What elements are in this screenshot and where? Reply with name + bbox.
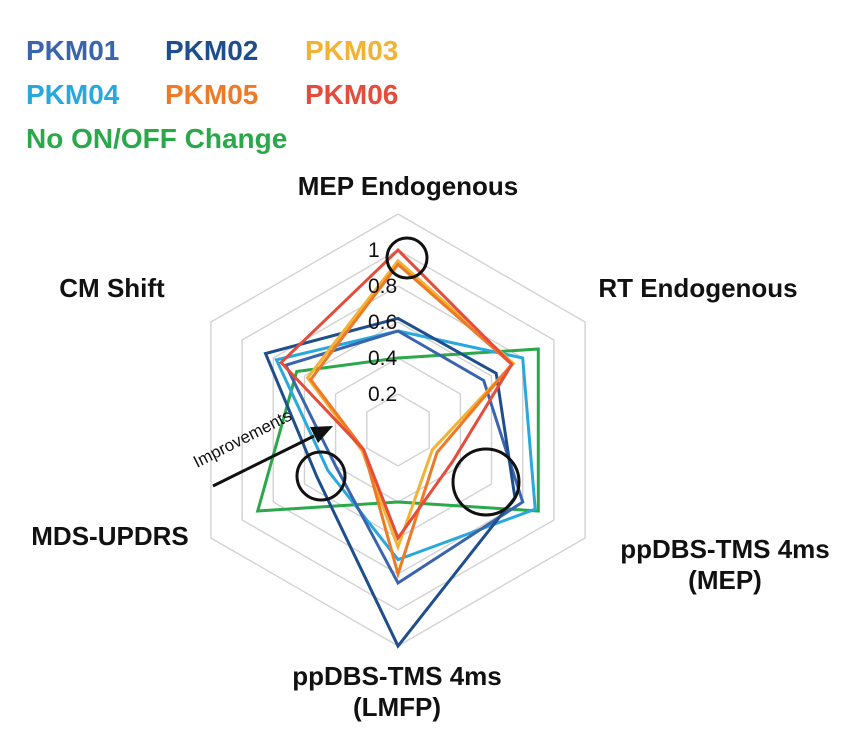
series-polygon-0 xyxy=(283,329,525,586)
axis-label-3-line-1: (LMFP) xyxy=(353,692,441,722)
axis-label-1: RT Endogenous xyxy=(598,273,797,303)
tick-label-0: 0.2 xyxy=(368,383,397,406)
legend-entry-6: No ON/OFF Change xyxy=(26,123,287,154)
legend-entry-2: PKM03 xyxy=(305,35,398,66)
axis-label-5-line-0: CM Shift xyxy=(59,273,165,303)
tick-labels: 0.2 0.4 0.6 0.8 1 xyxy=(368,239,398,406)
axis-label-1-line-0: RT Endogenous xyxy=(598,273,797,303)
axis-label-4-line-0: MDS-UPDRS xyxy=(31,521,188,551)
improvements-arrow-shaft xyxy=(212,434,315,488)
series-layer xyxy=(255,247,540,649)
legend-entry-3: PKM04 xyxy=(26,79,120,110)
grid-ring-1 xyxy=(334,357,462,503)
legend-entry-0: PKM01 xyxy=(26,35,119,66)
axis-label-2-line-0: ppDBS-TMS 4ms xyxy=(620,534,829,564)
series-polygon-1 xyxy=(263,316,517,649)
annotation-layer: Improvements xyxy=(190,236,521,517)
grid-ring-4 xyxy=(241,249,555,611)
tick-label-4: 1 xyxy=(368,239,380,262)
series-polygon-2 xyxy=(305,258,516,552)
improvements-arrow-head xyxy=(310,426,333,443)
series-polygon-6 xyxy=(255,347,540,513)
axis-label-5: CM Shift xyxy=(59,273,165,303)
tick-label-3: 0.8 xyxy=(368,275,397,298)
annotation-circle-2 xyxy=(295,450,347,502)
axis-label-2: ppDBS-TMS 4ms(MEP) xyxy=(620,534,829,595)
annotation-circle-1 xyxy=(451,447,521,517)
axis-label-3-line-0: ppDBS-TMS 4ms xyxy=(292,661,501,691)
annotation-circle-0 xyxy=(385,236,429,280)
tick-label-2: 0.6 xyxy=(368,311,397,334)
legend-entry-4: PKM05 xyxy=(165,79,258,110)
axis-label-0-line-0: MEP Endogenous xyxy=(298,171,519,201)
legend-entry-1: PKM02 xyxy=(165,35,258,66)
series-polygon-3 xyxy=(274,329,537,562)
axis-labels: MEP Endogenous RT Endogenous ppDBS-TMS 4ms… xyxy=(31,171,829,722)
axis-label-4: MDS-UPDRS xyxy=(31,521,188,551)
series-polygon-5 xyxy=(278,247,514,542)
axis-label-2-line-1: (MEP) xyxy=(688,565,762,595)
legend-entry-5: PKM06 xyxy=(305,79,398,110)
grid-ring-0 xyxy=(366,393,430,467)
axis-label-3: ppDBS-TMS 4ms(LMFP) xyxy=(292,661,501,722)
tick-label-1: 0.4 xyxy=(368,347,398,370)
axis-label-0: MEP Endogenous xyxy=(298,171,519,201)
